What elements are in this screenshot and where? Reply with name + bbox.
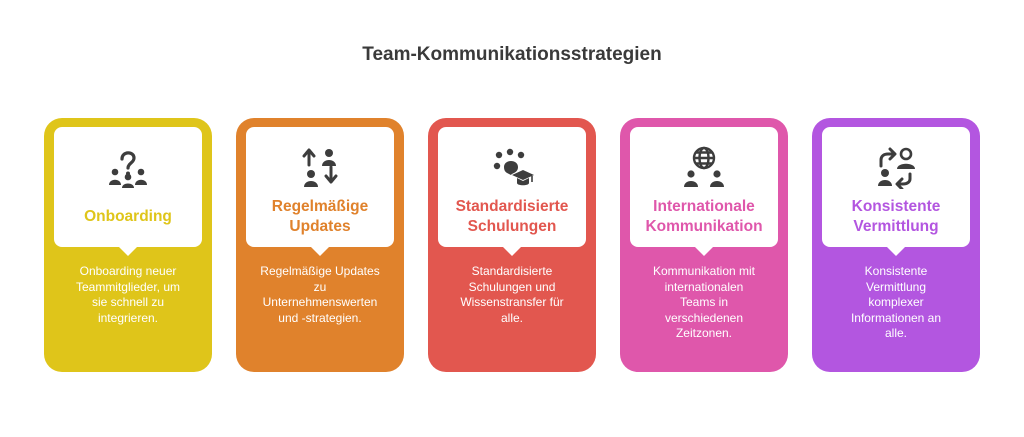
card-description: Konsistente Vermittlung komplexer Inform…: [850, 264, 942, 340]
card-standardisierte-schulungen: Standardisierte Schulungen Standardisier…: [428, 118, 596, 372]
card-header-panel: Onboarding: [54, 127, 202, 256]
card-header-panel: Regelmäßige Updates: [246, 127, 394, 256]
card-header-panel: Internationale Kommunikation: [630, 127, 778, 256]
card-description: Onboarding neuer Teammitglieder, um sie …: [75, 264, 181, 325]
globe-people-icon: [682, 145, 726, 189]
card-heading: Regelmäßige Updates: [271, 198, 369, 235]
card-konsistente-vermittlung: Konsistente Vermittlung Konsistente Verm…: [812, 118, 980, 372]
card-internationale-kommunikation: Internationale Kommunikation Kommunikati…: [620, 118, 788, 372]
card-description: Kommunikation mit internationalen Teams …: [652, 264, 756, 340]
updates-arrows-people-icon: [298, 145, 342, 189]
card-onboarding: Onboarding Onboarding neuer Teammitglied…: [44, 118, 212, 372]
diagram-title: Team-Kommunikationsstrategien: [362, 44, 662, 65]
card-heading: Onboarding: [84, 208, 172, 225]
card-header-panel: Konsistente Vermittlung: [822, 127, 970, 256]
exchange-people-icon: [874, 145, 918, 189]
training-graduation-icon: [490, 145, 534, 189]
card-description: Regelmäßige Updates zu Unternehmenswerte…: [260, 264, 380, 325]
card-heading: Standardisierte Schulungen: [455, 198, 569, 235]
card-heading: Konsistente Vermittlung: [851, 198, 941, 235]
card-heading: Internationale Kommunikation: [645, 198, 763, 235]
card-description: Standardisierte Schulungen und Wissenstr…: [460, 264, 564, 325]
card-header-panel: Standardisierte Schulungen: [438, 127, 586, 256]
card-regelmaessige-updates: Regelmäßige Updates Regelmäßige Updates …: [236, 118, 404, 372]
question-group-icon: [106, 145, 150, 189]
